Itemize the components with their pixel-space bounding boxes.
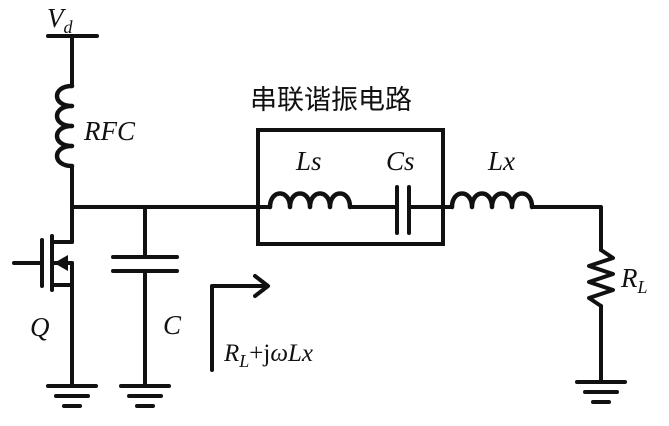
- lx-label: Lx: [487, 146, 515, 176]
- rfc-inductor: [54, 83, 75, 169]
- series-resonant-box: [256, 128, 445, 246]
- lx-inductor: [449, 191, 535, 210]
- shunt-cap-label: C: [163, 310, 182, 340]
- transistor-label: Q: [30, 312, 50, 342]
- impedance-arrow-shaft: [210, 284, 268, 372]
- series-box-title: 串联谐振电路: [250, 85, 412, 116]
- supply-label: Vd: [47, 3, 74, 37]
- load-resistor: [587, 248, 615, 308]
- impedance-expression: RL+jωLx: [223, 340, 313, 371]
- transistor-arrow: [54, 255, 68, 271]
- rfc-label: RFC: [83, 116, 136, 146]
- lx-to-load-wire: [530, 205, 603, 252]
- impedance-arrow-head: [253, 274, 270, 298]
- ls-inductor: [267, 191, 353, 210]
- cs-label: Cs: [386, 146, 415, 176]
- ls-label: Ls: [295, 146, 322, 176]
- load-label: RL: [620, 263, 648, 297]
